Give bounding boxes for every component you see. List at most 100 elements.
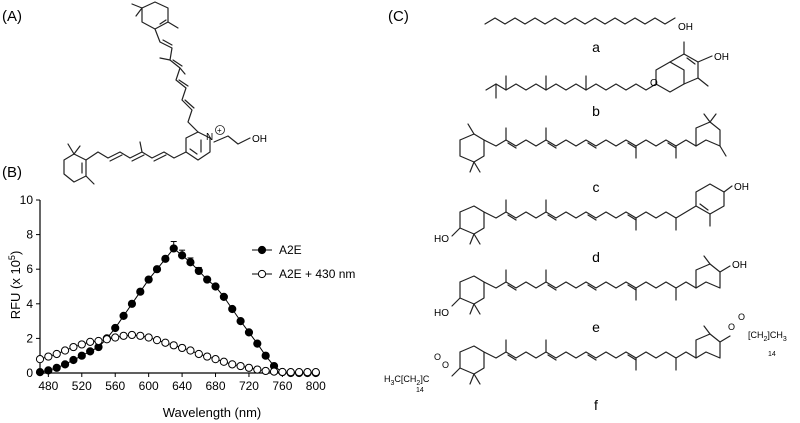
legend-label: A2E + 430 nm — [279, 267, 355, 281]
structure-f-chain-left: H3C[CH2]C — [384, 374, 430, 387]
data-point — [136, 331, 145, 340]
y-tick-label: 4 — [26, 297, 33, 311]
legend-marker — [257, 245, 267, 255]
data-point — [44, 352, 53, 361]
series-line-0 — [39, 247, 316, 374]
structure-a-label: a — [592, 39, 600, 55]
y-axis-label-main: RFU (x 10 — [8, 260, 23, 319]
data-point — [161, 338, 170, 347]
x-tick-label: 640 — [172, 379, 192, 393]
positive-charge: + — [217, 126, 222, 135]
data-point — [52, 349, 61, 359]
data-point — [177, 343, 187, 353]
data-point — [69, 342, 78, 352]
data-point — [186, 346, 195, 355]
data-point — [35, 368, 45, 377]
structure-f-ester-oxygen-right: O — [728, 322, 735, 332]
hydroxyl-a: OH — [252, 134, 267, 145]
x-tick-label: 560 — [105, 379, 125, 393]
structure-c-label: c — [593, 179, 600, 195]
svg-text:RFU (x 105): RFU (x 105) — [7, 251, 23, 320]
data-point — [60, 360, 70, 369]
x-tick-label: 680 — [206, 379, 226, 393]
data-point — [102, 335, 111, 344]
data-point — [219, 292, 228, 301]
data-point — [177, 251, 187, 260]
data-point — [261, 351, 270, 360]
y-axis-label-exp: 5 — [7, 255, 17, 260]
structure-b-ring-oxygen: O — [650, 78, 658, 89]
a2e-structure: N + OH — [63, 1, 267, 185]
structure-d-label: d — [592, 249, 600, 265]
nitrogen-atom: N — [206, 132, 213, 143]
data-point — [253, 365, 262, 374]
data-point — [127, 330, 137, 340]
structure-f-chain-count-left: 14 — [416, 387, 424, 394]
data-point — [144, 333, 153, 342]
data-point — [203, 352, 212, 361]
data-point — [60, 346, 70, 355]
y-tick-label: 10 — [20, 193, 34, 207]
structure-d-hydroxyl-left: HO — [434, 234, 449, 245]
structure-f-ester-oxygen-left: O — [442, 360, 449, 370]
x-tick-label: 520 — [72, 379, 92, 393]
data-point — [44, 366, 53, 375]
data-point — [236, 361, 245, 371]
series-line-1 — [39, 334, 316, 373]
structure-f-ester-oxygen-left-carbonyl: O — [434, 352, 441, 362]
y-axis-label-close: ) — [8, 251, 23, 255]
structure-f-label: f — [594, 397, 598, 413]
data-point — [244, 328, 254, 337]
y-tick-label: 2 — [26, 331, 33, 345]
data-point — [144, 275, 153, 284]
x-axis-label: Wavelength (nm) — [163, 405, 262, 420]
data-point — [119, 331, 128, 340]
y-tick-label: 6 — [26, 262, 33, 276]
x-tick-label: 760 — [272, 379, 292, 393]
data-point — [136, 287, 145, 296]
data-point — [69, 355, 78, 365]
structure-f-chain-count-right: 14 — [768, 351, 776, 358]
x-tick-label: 800 — [306, 379, 326, 393]
data-point — [127, 299, 137, 308]
data-point — [269, 367, 279, 376]
y-axis-label: RFU (x 105) — [7, 251, 23, 320]
data-point — [152, 265, 162, 274]
data-point — [94, 336, 103, 346]
data-point — [303, 368, 312, 377]
panel-label-a: (A) — [2, 8, 22, 25]
data-point — [253, 339, 262, 348]
x-tick-label: 720 — [239, 379, 259, 393]
data-point — [228, 360, 237, 369]
data-point — [86, 347, 95, 356]
data-point — [203, 275, 212, 284]
data-point — [261, 366, 270, 376]
structure-f-ester-oxygen-right-carbonyl: O — [738, 312, 745, 322]
data-point — [152, 336, 162, 345]
y-tick-label: 8 — [26, 228, 33, 242]
data-point — [169, 244, 178, 253]
data-point — [86, 337, 95, 346]
data-point — [286, 368, 295, 377]
structure-a-hydroxyl: OH — [678, 22, 693, 33]
data-point — [77, 340, 86, 349]
structure-f-chain-right: [CH2]CH3 — [748, 330, 787, 343]
data-point — [211, 355, 220, 364]
data-point — [52, 363, 61, 372]
chart-legend: A2E A2E + 430 nm — [252, 243, 355, 281]
data-point — [77, 351, 86, 360]
data-point — [194, 266, 203, 276]
legend-label: A2E — [279, 243, 302, 257]
data-point — [295, 368, 304, 377]
data-point — [111, 333, 120, 342]
x-tick-label: 600 — [139, 379, 159, 393]
structure-e-hydroxyl-right: OH — [732, 260, 747, 271]
data-point — [278, 367, 287, 377]
data-point — [244, 363, 254, 372]
data-point — [35, 355, 45, 364]
data-point — [219, 357, 228, 366]
structure-d-hydroxyl-right: OH — [734, 182, 749, 193]
data-point — [311, 368, 320, 377]
